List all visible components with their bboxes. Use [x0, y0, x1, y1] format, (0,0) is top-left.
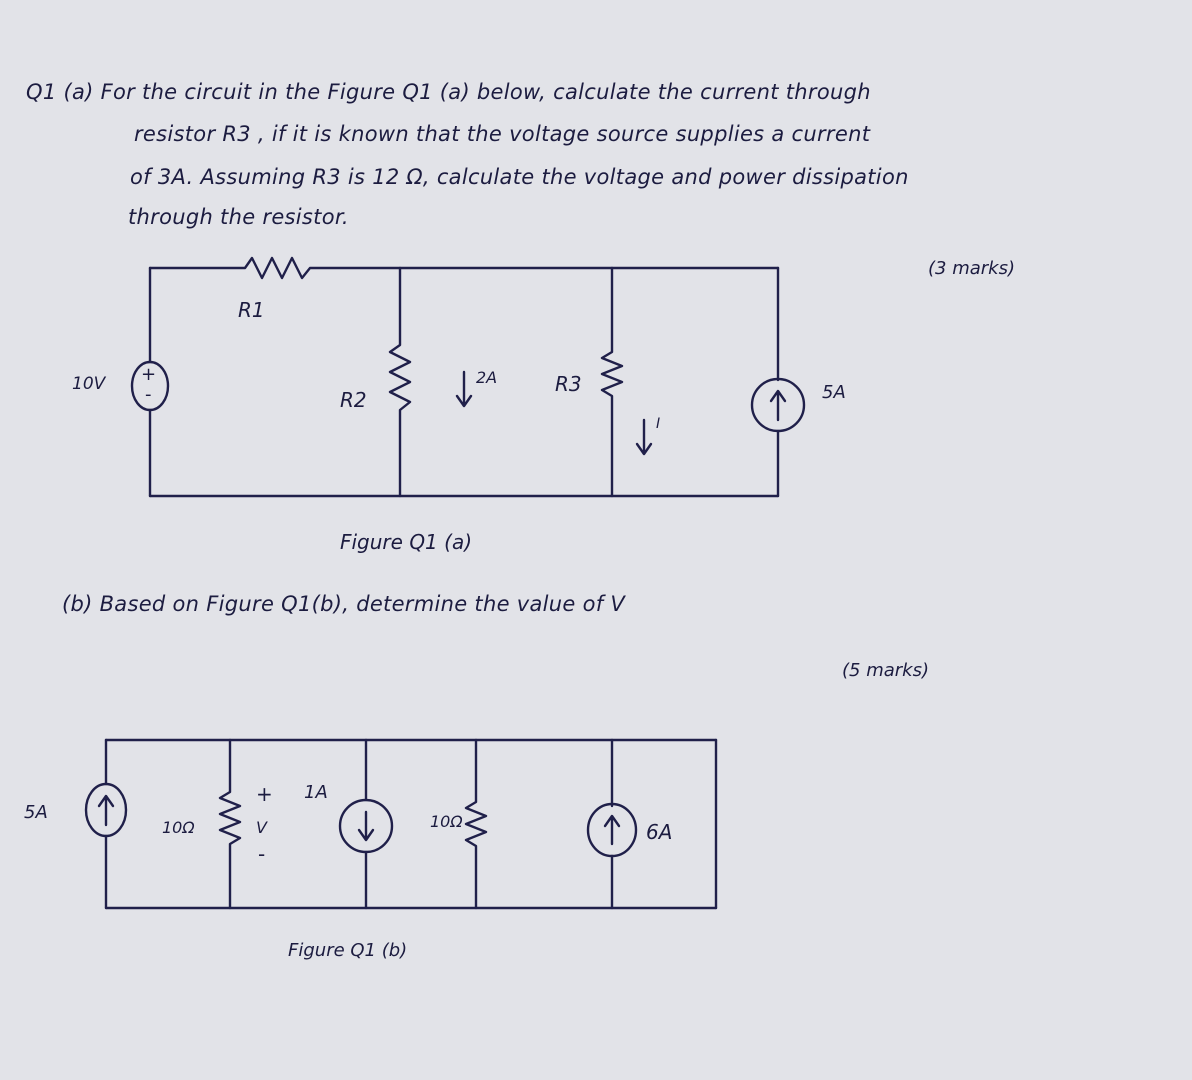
label-plus-a: + — [141, 364, 157, 385]
caption-figure-b: Figure Q1 (b) — [288, 940, 408, 961]
label-current-source: 5A — [822, 382, 846, 403]
r2-resistor — [388, 266, 412, 498]
resistor-b-left — [218, 738, 242, 910]
question-line-2: resistor R3 , if it is known that the vo… — [134, 122, 871, 146]
label-b-right-source: 6A — [646, 820, 673, 844]
label-minus-a: - — [145, 384, 152, 405]
current-source-b-left-arrow — [97, 794, 115, 827]
current-source-arrow — [769, 389, 787, 422]
label-r3: R3 — [555, 372, 582, 396]
label-source-voltage: 10V — [72, 374, 106, 394]
caption-figure-a: Figure Q1 (a) — [340, 530, 473, 554]
label-v-plus: + — [256, 782, 273, 806]
r3-resistor — [600, 266, 624, 498]
label-v: V — [256, 818, 267, 837]
marks-b: (5 marks) — [842, 660, 929, 681]
label-b-left-resistor: 10Ω — [162, 818, 195, 837]
current-source-b-middle-arrow — [357, 810, 375, 842]
label-v-minus: - — [258, 842, 266, 866]
label-b-middle-source: 1A — [304, 782, 328, 803]
resistor-b-right — [464, 738, 488, 910]
label-b-right-resistor: 10Ω — [430, 812, 463, 831]
current-source-b-right-arrow — [603, 814, 621, 846]
r3-current-arrow — [635, 418, 653, 456]
label-r3-current: I — [656, 416, 661, 432]
label-r2-current: 2A — [476, 368, 498, 387]
marks-a: (3 marks) — [928, 258, 1015, 279]
label-r1: R1 — [238, 298, 265, 322]
label-r2: R2 — [340, 388, 367, 412]
question-line-1: Q1 (a) For the circuit in the Figure Q1 … — [26, 80, 871, 104]
label-b-left-source: 5A — [24, 802, 48, 823]
r2-current-arrow — [455, 370, 473, 408]
question-part-b: (b) Based on Figure Q1(b), determine the… — [62, 592, 626, 616]
question-line-3: of 3A. Assuming R3 is 12 Ω, calculate th… — [130, 165, 909, 189]
question-line-4: through the resistor. — [128, 205, 349, 229]
r1-resistor — [148, 256, 780, 280]
